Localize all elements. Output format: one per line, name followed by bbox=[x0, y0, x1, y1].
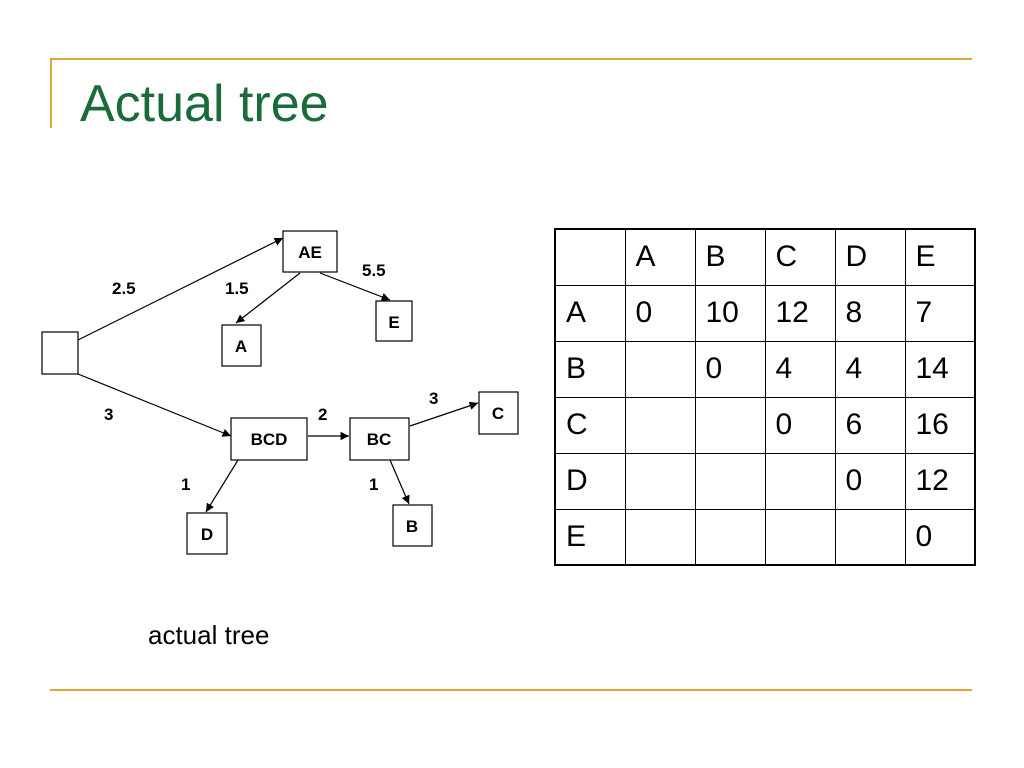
node-a: A bbox=[221, 324, 262, 367]
matrix-cell: 14 bbox=[904, 340, 976, 398]
edge-root-ae bbox=[77, 237, 284, 341]
tree-diagram: 2.5 1.5 5.5 3 2 1 3 1 AE A E BCD BC D C … bbox=[41, 230, 519, 555]
matrix-header-row: A B C D E bbox=[554, 228, 976, 286]
matrix-cell: 0 bbox=[694, 340, 766, 398]
matrix-cell bbox=[694, 508, 766, 566]
matrix-cell bbox=[624, 340, 696, 398]
matrix-cell: 12 bbox=[904, 452, 976, 510]
weight-ae-a: 1.5 bbox=[225, 279, 249, 298]
matrix-cell bbox=[764, 452, 836, 510]
matrix-cell bbox=[694, 396, 766, 454]
matrix-cell: 4 bbox=[764, 340, 836, 398]
matrix-cell: 6 bbox=[834, 396, 906, 454]
weight-ae-e: 5.5 bbox=[362, 261, 386, 280]
matrix-cell: 12 bbox=[764, 284, 836, 342]
svg-text:BCD: BCD bbox=[251, 430, 288, 449]
svg-text:B: B bbox=[406, 517, 418, 536]
bottom-rule bbox=[50, 689, 972, 691]
matrix-cell bbox=[694, 452, 766, 510]
edge-bc-b bbox=[389, 459, 410, 505]
matrix-row: A 0 10 12 8 7 bbox=[554, 284, 976, 342]
matrix-cell: 4 bbox=[834, 340, 906, 398]
matrix-cell: 0 bbox=[834, 452, 906, 510]
edge-root-bcd bbox=[77, 373, 232, 437]
matrix-row-header: D bbox=[554, 452, 626, 510]
diagram-caption: actual tree bbox=[148, 620, 270, 650]
matrix-row-header: E bbox=[554, 508, 626, 566]
matrix-row: C 0 6 16 bbox=[554, 396, 976, 454]
edge-ae-e bbox=[319, 272, 391, 301]
svg-text:A: A bbox=[235, 337, 247, 356]
matrix-col-header: E bbox=[904, 228, 976, 286]
matrix-cell bbox=[624, 508, 696, 566]
svg-text:E: E bbox=[388, 313, 399, 332]
svg-text:D: D bbox=[201, 525, 213, 544]
matrix-row-header: C bbox=[554, 396, 626, 454]
matrix-col-header: C bbox=[764, 228, 836, 286]
matrix-row-header: B bbox=[554, 340, 626, 398]
matrix-cell bbox=[834, 508, 906, 566]
distance-matrix: A B C D E A 0 10 12 8 7 B 0 4 4 14 C 0 6… bbox=[554, 228, 976, 566]
edge-ae-a bbox=[235, 272, 301, 324]
node-b: B bbox=[392, 504, 433, 547]
svg-text:C: C bbox=[492, 404, 504, 423]
matrix-cell bbox=[624, 396, 696, 454]
node-ae: AE bbox=[282, 230, 338, 273]
node-bc: BC bbox=[349, 417, 410, 461]
weight-bc-b: 1 bbox=[369, 475, 378, 494]
node-c: C bbox=[478, 391, 519, 435]
matrix-cell: 8 bbox=[834, 284, 906, 342]
weight-bc-c: 3 bbox=[429, 389, 438, 408]
matrix-cell bbox=[624, 452, 696, 510]
node-d: D bbox=[186, 512, 228, 555]
matrix-row: D 0 12 bbox=[554, 452, 976, 510]
matrix-row: B 0 4 4 14 bbox=[554, 340, 976, 398]
matrix-row: E 0 bbox=[554, 508, 976, 566]
matrix-corner-cell bbox=[554, 228, 626, 286]
node-bcd: BCD bbox=[230, 417, 308, 461]
weight-bcd-bc: 2 bbox=[318, 405, 327, 424]
node-e: E bbox=[375, 300, 413, 342]
matrix-cell: 7 bbox=[904, 284, 976, 342]
matrix-cell: 0 bbox=[764, 396, 836, 454]
matrix-col-header: A bbox=[624, 228, 696, 286]
left-rule bbox=[50, 58, 52, 128]
weight-root-ae: 2.5 bbox=[112, 279, 136, 298]
edge-bc-c bbox=[409, 401, 479, 427]
matrix-cell bbox=[764, 508, 836, 566]
slide-title: Actual tree bbox=[80, 75, 329, 133]
matrix-cell: 0 bbox=[904, 508, 976, 566]
matrix-row-header: A bbox=[554, 284, 626, 342]
matrix-cell: 0 bbox=[624, 284, 696, 342]
matrix-col-header: B bbox=[694, 228, 766, 286]
matrix-col-header: D bbox=[834, 228, 906, 286]
weight-root-bcd: 3 bbox=[104, 405, 113, 424]
matrix-cell: 10 bbox=[694, 284, 766, 342]
weight-bcd-d: 1 bbox=[181, 475, 190, 494]
matrix-cell: 16 bbox=[904, 396, 976, 454]
svg-text:BC: BC bbox=[367, 430, 392, 449]
node-root bbox=[41, 331, 79, 375]
edge-bcd-d bbox=[205, 459, 239, 513]
top-rule bbox=[50, 58, 972, 60]
svg-text:AE: AE bbox=[298, 243, 322, 262]
